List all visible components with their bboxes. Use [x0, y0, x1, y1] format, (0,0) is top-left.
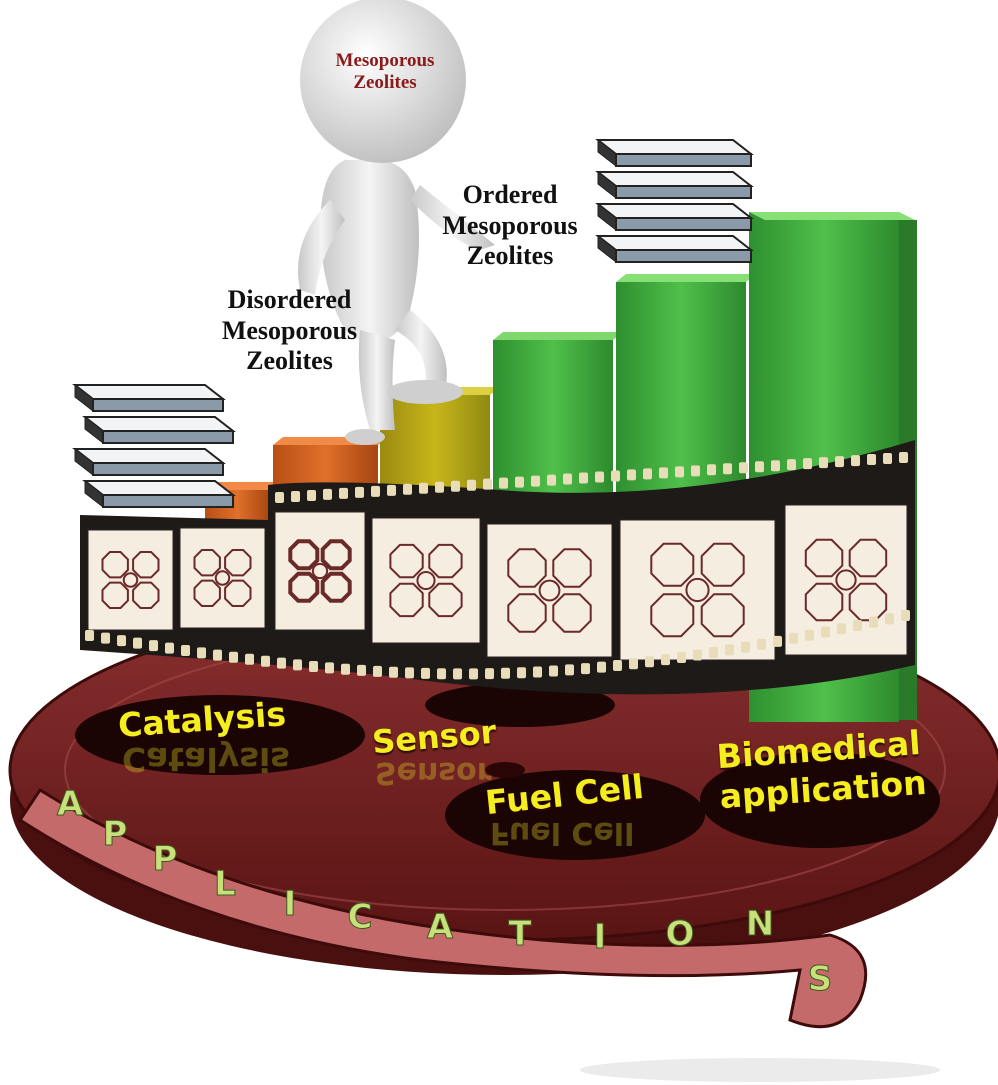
zeolite-frame-2	[179, 527, 266, 629]
reel-hole-fuelcell	[445, 770, 705, 860]
layered-stack-right-icon	[595, 138, 754, 264]
zeolite-frame-5	[486, 523, 613, 658]
disordered-mesoporous-label: Disordered Mesoporous Zeolites	[192, 285, 387, 377]
reel-hole-catalysis	[75, 695, 365, 775]
zeolite-frame-6	[619, 519, 776, 661]
head-label-line-1: Mesoporous	[335, 50, 435, 71]
application-biomedical: Biomedical application	[715, 723, 927, 816]
ribbon-letter-3: P	[153, 839, 178, 879]
figure-head-label: Mesoporous Zeolites	[300, 50, 470, 95]
reel-hole-sensor	[425, 683, 615, 727]
ribbon-letter-5: I	[284, 884, 297, 924]
layered-stack-left-icon	[72, 383, 236, 509]
ribbon-letter-12: S	[808, 959, 833, 999]
ribbon-letter-8: T	[508, 914, 532, 954]
fuel-cell-reflection: Fuel Cell	[490, 815, 635, 850]
ordered-line-1: Ordered	[462, 180, 558, 209]
zeolite-frame-7	[784, 504, 908, 656]
catalysis-reflection: Catalysis	[122, 740, 290, 779]
ribbon-letter-10: O	[666, 914, 695, 954]
ribbon-letter-6: C	[348, 897, 373, 937]
ribbon-letter-2: P	[103, 814, 128, 854]
zeolite-frame-1	[87, 529, 174, 631]
reel-hole-biomedical	[700, 752, 940, 848]
figure-character	[298, 0, 495, 445]
film-strip	[80, 440, 915, 695]
figure-head	[300, 0, 466, 163]
disordered-line-1: Disordered	[227, 285, 352, 314]
ribbon-letter-1: A	[57, 784, 84, 824]
ribbon-letter-7: A	[427, 907, 454, 947]
disordered-line-2: Mesoporous	[221, 315, 358, 345]
head-label-line-2: Zeolites	[353, 72, 417, 94]
ordered-line-3: Zeolites	[466, 241, 554, 271]
ordered-mesoporous-label: Ordered Mesoporous Zeolites	[415, 180, 605, 272]
film-sprockets	[85, 452, 910, 680]
ribbon-letter-11: N	[746, 904, 774, 944]
ordered-line-2: Mesoporous	[442, 210, 578, 240]
sensor-reflection: Sensor	[375, 755, 492, 790]
ribbon-letter-4: L	[214, 864, 236, 904]
ribbon-letter-9: I	[594, 917, 607, 957]
zeolite-frame-3	[274, 511, 366, 631]
disordered-line-3: Zeolites	[246, 346, 333, 376]
zeolite-frame-4	[371, 517, 481, 644]
